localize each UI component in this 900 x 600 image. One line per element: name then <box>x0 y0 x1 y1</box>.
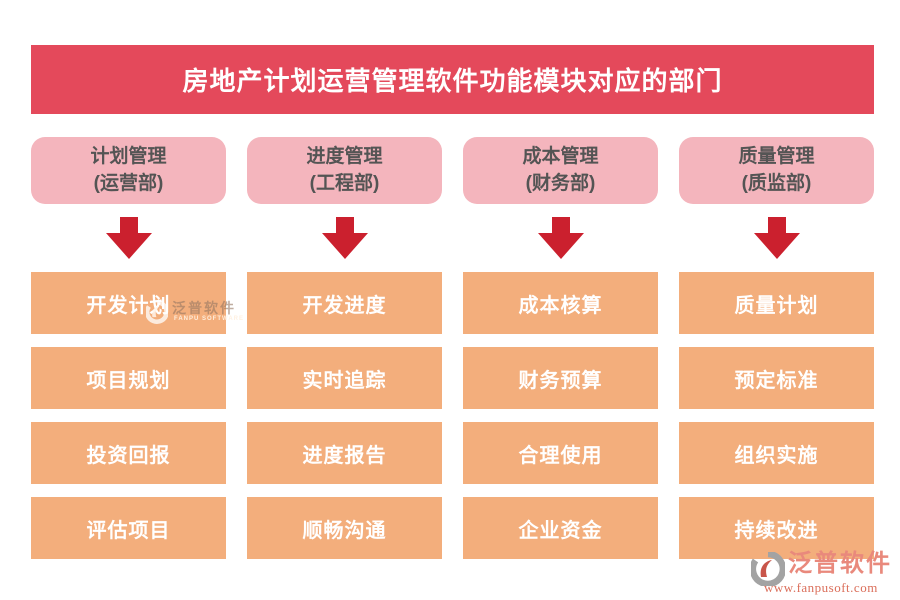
module-header: 成本管理 (财务部) <box>463 137 658 204</box>
module-name: 进度管理 <box>306 145 383 167</box>
fanpu-logo-icon <box>751 552 785 586</box>
module-item: 评估项目 <box>31 497 226 559</box>
module-item: 投资回报 <box>31 422 226 484</box>
module-item: 预定标准 <box>679 347 874 409</box>
down-arrow-icon <box>321 217 368 259</box>
module-name: 计划管理 <box>90 145 167 167</box>
module-department: (财务部) <box>525 172 596 194</box>
module-item: 持续改进 <box>679 497 874 559</box>
brand-url: www.fanpusoft.com <box>764 580 878 595</box>
module-header: 质量管理 (质监部) <box>679 137 874 204</box>
module-department: (质监部) <box>741 172 812 194</box>
brand-name: 泛普软件 <box>788 550 892 577</box>
module-item: 开发计划 <box>31 272 226 334</box>
column-progress-management: 进度管理 (工程部) 开发进度 实时追踪 进度报告 顺畅沟通 <box>247 137 442 559</box>
module-name: 成本管理 <box>522 145 599 167</box>
module-item: 顺畅沟通 <box>247 497 442 559</box>
module-item: 质量计划 <box>679 272 874 334</box>
module-item: 进度报告 <box>247 422 442 484</box>
down-arrow-icon <box>105 217 152 259</box>
module-item: 成本核算 <box>463 272 658 334</box>
module-item: 实时追踪 <box>247 347 442 409</box>
arrow-container <box>463 204 658 272</box>
module-department: (工程部) <box>309 172 380 194</box>
module-columns: 计划管理 (运营部) 开发计划 项目规划 投资回报 评估项目 进度管理 (工程部… <box>31 137 874 559</box>
column-cost-management: 成本管理 (财务部) 成本核算 财务预算 合理使用 企业资金 <box>463 137 658 559</box>
module-item: 合理使用 <box>463 422 658 484</box>
column-quality-management: 质量管理 (质监部) 质量计划 预定标准 组织实施 持续改进 <box>679 137 874 559</box>
title-banner: 房地产计划运营管理软件功能模块对应的部门 <box>31 45 874 114</box>
module-item: 项目规划 <box>31 347 226 409</box>
down-arrow-icon <box>753 217 800 259</box>
module-item: 开发进度 <box>247 272 442 334</box>
page-title: 房地产计划运营管理软件功能模块对应的部门 <box>182 66 723 96</box>
module-item: 组织实施 <box>679 422 874 484</box>
arrow-container <box>31 204 226 272</box>
module-header: 计划管理 (运营部) <box>31 137 226 204</box>
module-department: (运营部) <box>93 172 164 194</box>
module-item: 财务预算 <box>463 347 658 409</box>
arrow-container <box>679 204 874 272</box>
module-header: 进度管理 (工程部) <box>247 137 442 204</box>
fanpu-brand-logo: 泛普软件 www.fanpusoft.com <box>751 550 895 597</box>
module-item: 企业资金 <box>463 497 658 559</box>
arrow-container <box>247 204 442 272</box>
module-name: 质量管理 <box>738 145 815 167</box>
column-plan-management: 计划管理 (运营部) 开发计划 项目规划 投资回报 评估项目 <box>31 137 226 559</box>
down-arrow-icon <box>537 217 584 259</box>
